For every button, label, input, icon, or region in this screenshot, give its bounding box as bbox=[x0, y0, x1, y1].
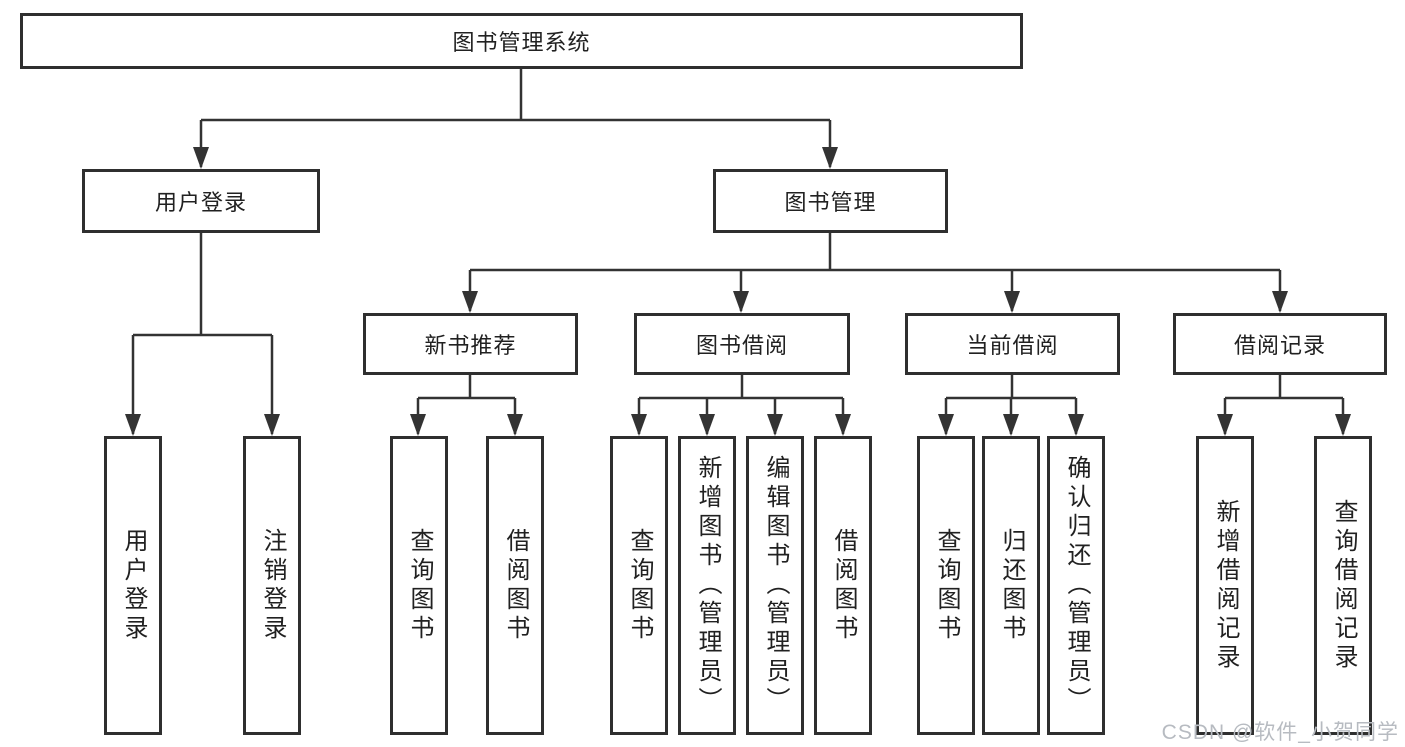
node-root-system: 图书管理系统 bbox=[20, 13, 1023, 69]
leaf-query-borrow-record: 查询借阅记录 bbox=[1314, 436, 1372, 735]
node-current-borrow: 当前借阅 bbox=[905, 313, 1120, 375]
node-borrow-records: 借阅记录 bbox=[1173, 313, 1387, 375]
leaf-query-books-current: 查询图书 bbox=[917, 436, 975, 735]
leaf-add-books-admin: 新增图书（管理员） bbox=[678, 436, 736, 735]
leaf-return-books: 归还图书 bbox=[982, 436, 1040, 735]
leaf-edit-books-admin: 编辑图书（管理员） bbox=[746, 436, 804, 735]
leaf-user-login: 用户登录 bbox=[104, 436, 162, 735]
node-book-borrow: 图书借阅 bbox=[634, 313, 850, 375]
node-new-book-recommend: 新书推荐 bbox=[363, 313, 578, 375]
leaf-borrow-books: 借阅图书 bbox=[814, 436, 872, 735]
leaf-confirm-return-admin: 确认归还（管理员） bbox=[1047, 436, 1105, 735]
csdn-watermark: CSDN @软件_小贺同学 bbox=[1161, 721, 1399, 744]
leaf-add-borrow-record: 新增借阅记录 bbox=[1196, 436, 1254, 735]
leaf-borrow-books-recommend: 借阅图书 bbox=[486, 436, 544, 735]
leaf-query-books-borrow: 查询图书 bbox=[610, 436, 668, 735]
node-book-management: 图书管理 bbox=[713, 169, 948, 233]
leaf-logout: 注销登录 bbox=[243, 436, 301, 735]
leaf-query-books-recommend: 查询图书 bbox=[390, 436, 448, 735]
node-user-login: 用户登录 bbox=[82, 169, 320, 233]
